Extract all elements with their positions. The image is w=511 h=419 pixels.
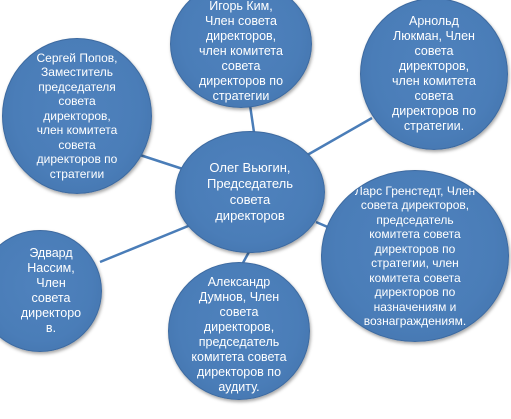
node-igor-kim-label: Игорь Ким, Член совета директоров, член … xyxy=(198,0,284,103)
connector-left-bottom xyxy=(99,220,199,264)
node-sergey-popov-label: Сергей Попов, Заместитель председателя с… xyxy=(36,50,118,181)
node-alexander-dumnov: Александр Думнов, Член совета директоров… xyxy=(168,262,310,400)
node-lars-grenstedt-label: Ларс Гренстедт, Член совета директоров, … xyxy=(354,183,476,329)
node-alexander-dumnov-label: Александр Думнов, Член совета директоров… xyxy=(191,275,287,394)
connector-top-right xyxy=(301,116,373,160)
node-oleg-vyugin: Олег Вьюгин, Председатель совета директо… xyxy=(175,131,325,253)
node-edward-nassim-label: Эдвард Нассим, Член совета директоро в. xyxy=(20,246,82,335)
node-arnold-lyukman-label: Арнольд Люкман, Член совета директоров, … xyxy=(391,14,477,133)
node-igor-kim: Игорь Ким, Член совета директоров, член … xyxy=(170,0,312,108)
node-oleg-vyugin-label: Олег Вьюгин, Председатель совета директо… xyxy=(206,160,294,223)
node-sergey-popov: Сергей Попов, Заместитель председателя с… xyxy=(2,38,152,194)
node-lars-grenstedt: Ларс Гренстедт, Член совета директоров, … xyxy=(321,170,509,342)
node-edward-nassim: Эдвард Нассим, Член совета директоро в. xyxy=(0,230,102,352)
node-arnold-lyukman: Арнольд Люкман, Член совета директоров, … xyxy=(360,0,508,150)
